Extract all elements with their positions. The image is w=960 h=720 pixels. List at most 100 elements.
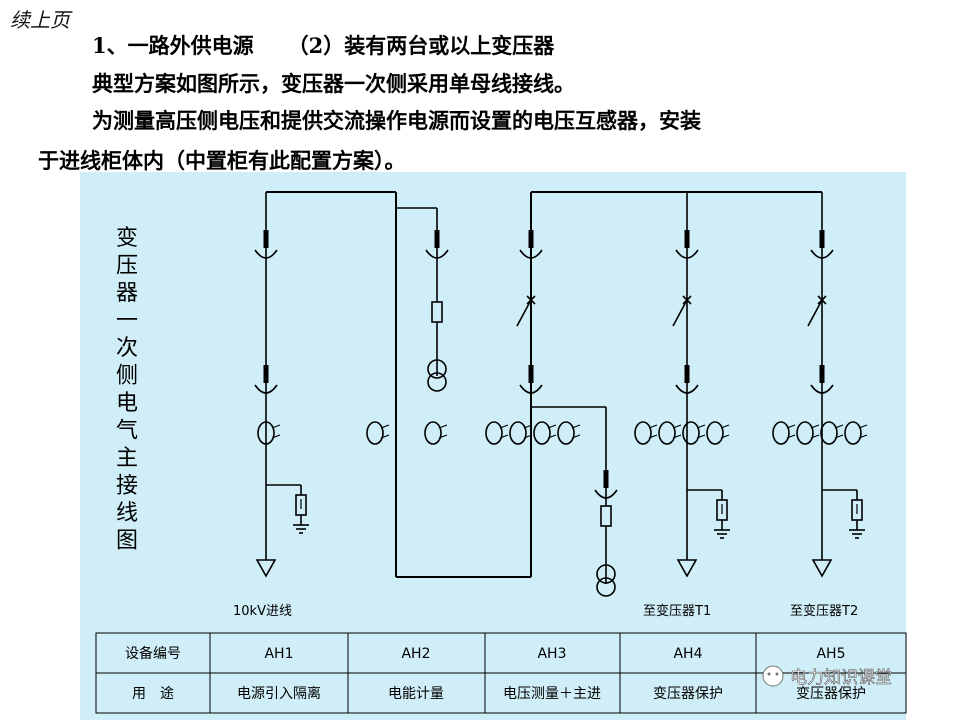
current-transformer-icon — [547, 424, 557, 429]
switch-icon — [516, 299, 532, 327]
current-transformer-icon — [257, 421, 275, 445]
vertical-title-char: 电 — [116, 391, 138, 416]
current-transformer-icon — [810, 434, 820, 439]
table-cell-code: AH5 — [816, 646, 845, 662]
switch-icon — [672, 299, 688, 327]
draw-out-contact-icon — [810, 384, 834, 394]
vertical-title-char: 气 — [116, 419, 138, 444]
table-cell-code: AH2 — [401, 646, 430, 662]
vertical-title-char: 次 — [116, 336, 138, 361]
table-cell-code: AH4 — [673, 646, 702, 662]
chat-bubble-icon — [775, 672, 779, 676]
current-transformer-icon — [547, 434, 557, 439]
current-transformer-icon — [658, 421, 676, 445]
switch-icon — [682, 295, 692, 305]
current-transformer-icon — [523, 424, 533, 429]
vertical-title-char: 器 — [116, 281, 138, 306]
vertical-title-char: 一 — [116, 309, 138, 334]
table-cell-code: AH1 — [264, 646, 293, 662]
switch-icon — [807, 299, 823, 327]
cable-termination-icon — [255, 559, 277, 578]
table-cell-code: AH3 — [537, 646, 566, 662]
draw-out-contact-icon — [254, 384, 278, 394]
switch-icon — [526, 295, 536, 305]
current-transformer-icon — [672, 424, 682, 429]
draw-out-contact-icon — [675, 249, 699, 259]
current-transformer-icon — [533, 421, 551, 445]
draw-out-contact-icon — [675, 384, 699, 394]
table-cell-use: 电源引入隔离 — [237, 685, 321, 702]
label-incoming: 10kV进线 — [233, 604, 292, 619]
draw-out-contact-icon — [594, 489, 618, 499]
current-transformer-icon — [438, 434, 448, 439]
current-transformer-icon — [786, 424, 796, 429]
table-cell-use: 变压器保护 — [796, 686, 866, 702]
current-transformer-icon — [366, 421, 384, 445]
text-line-4: 于进线柜体内（中置柜有此配置方案）。 — [38, 148, 406, 173]
vertical-title-char: 主 — [116, 446, 138, 471]
vertical-title-char: 线 — [116, 501, 138, 526]
table-cell-use: 电能计量 — [388, 686, 444, 702]
current-transformer-icon — [499, 434, 509, 439]
current-transformer-icon — [509, 421, 527, 445]
current-transformer-icon — [571, 424, 581, 429]
current-transformer-icon — [844, 421, 862, 445]
vertical-title-char: 图 — [116, 529, 138, 554]
current-transformer-icon — [424, 421, 442, 445]
voltage-transformer-icon — [596, 564, 616, 584]
label-to-t1: 至变压器T1 — [643, 603, 711, 619]
equipment-table: 设备编号 用 途 AH1 AH2 AH3 AH4 AH5 电源引入隔离 电能计量… — [95, 632, 907, 714]
current-transformer-icon — [634, 421, 652, 445]
current-transformer-icon — [858, 434, 868, 439]
current-transformer-icon — [820, 421, 838, 445]
cable-termination-icon — [676, 559, 698, 578]
current-transformer-icon — [858, 424, 868, 429]
current-transformer-icon — [696, 424, 706, 429]
vertical-title-char: 变 — [116, 226, 138, 251]
heading-part-2: （2）装有两台或以上变压器 — [287, 33, 555, 58]
watermark: 电力知识课堂 — [762, 665, 892, 688]
current-transformer-icon — [682, 421, 700, 445]
draw-out-contact-icon — [519, 249, 543, 259]
fuse-icon — [431, 301, 443, 323]
current-transformer-icon — [786, 434, 796, 439]
table-cell-use: 变压器保护 — [653, 686, 723, 702]
text-line-2: 典型方案如图所示，变压器一次侧采用单母线接线。 — [92, 71, 575, 96]
current-transformer-icon — [557, 421, 575, 445]
current-transformer-icon — [720, 424, 730, 429]
cable-termination-icon — [811, 559, 833, 578]
table-cell-use: 电压测量＋主进 — [503, 686, 601, 702]
label-to-t2: 至变压器T2 — [790, 603, 858, 619]
chat-bubble-icon — [767, 672, 771, 676]
current-transformer-icon — [772, 421, 790, 445]
draw-out-contact-icon — [254, 249, 278, 259]
draw-out-contact-icon — [425, 249, 449, 259]
continued-label: 续上页 — [10, 8, 70, 32]
current-transformer-icon — [810, 424, 820, 429]
current-transformer-icon — [380, 434, 390, 439]
text-line-3: 为测量高压侧电压和提供交流操作电源而设置的电压互感器，安装 — [92, 108, 701, 133]
current-transformer-icon — [834, 434, 844, 439]
current-transformer-icon — [485, 421, 503, 445]
vertical-title-char: 压 — [116, 254, 138, 279]
draw-out-contact-icon — [519, 384, 543, 394]
voltage-transformer-icon — [427, 372, 447, 392]
heading-line-1: 1、一路外供电源 （2）装有两台或以上变压器 — [92, 30, 554, 60]
switch-icon — [817, 295, 827, 305]
current-transformer-icon — [571, 434, 581, 439]
vertical-title-char: 接 — [116, 474, 138, 499]
current-transformer-icon — [438, 424, 448, 429]
current-transformer-icon — [648, 424, 658, 429]
current-transformer-icon — [648, 434, 658, 439]
watermark-text: 电力知识课堂 — [790, 668, 892, 688]
current-transformer-icon — [499, 424, 509, 429]
table-header-use: 用 途 — [132, 685, 174, 702]
current-transformer-icon — [706, 421, 724, 445]
current-transformer-icon — [271, 434, 281, 439]
current-transformer-icon — [380, 424, 390, 429]
draw-out-contact-icon — [810, 249, 834, 259]
heading-part-1: 1、一路外供电源 — [92, 33, 254, 58]
voltage-transformer-icon — [427, 359, 447, 379]
current-transformer-icon — [720, 434, 730, 439]
